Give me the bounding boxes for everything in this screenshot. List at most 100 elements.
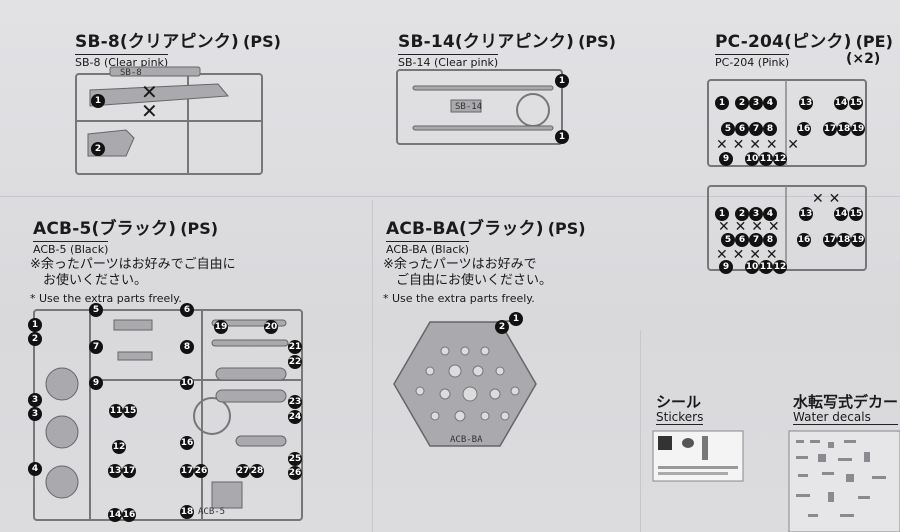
pc204-b-marker-8: 8 <box>763 233 777 247</box>
pc204-b-marker-7: 7 <box>749 233 763 247</box>
pc204-a-marker-11: 11 <box>759 152 773 166</box>
stickers-name-en: Stickers <box>656 409 704 424</box>
acb5-marker-22: 22 <box>288 355 302 369</box>
acbba-runner-tag: ACB-BA <box>450 435 483 445</box>
pc204-b-marker-15: 15 <box>849 207 863 221</box>
acbba-marker-1: 1 <box>509 312 523 326</box>
pc204-a-marker-2: 2 <box>735 96 749 110</box>
pc204-b-marker-12: 12 <box>773 260 787 274</box>
acb5-marker-24: 24 <box>288 410 302 424</box>
pc204-name: PC-204(ピンク) <box>715 32 852 52</box>
pc204-b-unused-x-low: ✕ ✕ ✕ ✕ <box>716 247 778 263</box>
acb5-marker-26: 26 <box>194 464 208 478</box>
pc204-b-marker-10: 10 <box>745 260 759 274</box>
sb14-name: SB-14(クリアピンク) <box>398 32 575 52</box>
pc204-a-marker-5: 5 <box>721 122 735 136</box>
pc204-a-marker-15: 15 <box>849 96 863 110</box>
pc204-b-marker-2: 2 <box>735 207 749 221</box>
acb5-marker-12: 12 <box>112 440 126 454</box>
pc204-a-marker-14: 14 <box>834 96 848 110</box>
acb5-marker-14: 14 <box>108 508 122 522</box>
acb5-note-en: * Use the extra parts freely. <box>30 291 182 305</box>
acb5-note-jp-2: お使いください。 <box>43 273 148 289</box>
acb5-marker-15: 15 <box>123 404 137 418</box>
acbba-note: ※余ったパーツはお好みで ご自由にお使いください。 * Use the extr… <box>383 257 552 305</box>
acb5-marker-7: 7 <box>89 340 103 354</box>
decals-header: 水転写式デカー Water decals <box>793 393 899 425</box>
decal-sheet <box>788 430 900 532</box>
decals-name-en: Water decals <box>793 409 871 424</box>
sb8-runner-tag: SB-8 <box>120 68 142 78</box>
acb5-marker-23: 23 <box>288 395 302 409</box>
acbba-header: ACB-BA(ブラック)(PS) ACB-BA (Black) <box>386 221 586 255</box>
acb5-marker-13: 13 <box>108 464 122 478</box>
pc204-b-marker-13: 13 <box>799 207 813 221</box>
sb8-material: (PS) <box>243 32 281 51</box>
pc204-a-marker-10: 10 <box>745 152 759 166</box>
sb8-unused-x-1: ✕ <box>141 80 158 104</box>
divider-vertical <box>372 200 373 532</box>
pc204-runner-b <box>707 185 867 271</box>
acb5-marker-8: 8 <box>180 340 194 354</box>
acbba-runner: ACB-BA <box>393 319 537 447</box>
acbba-marker-2: 2 <box>495 320 509 334</box>
sb14-marker-1-top: 1 <box>555 74 569 88</box>
pc204-subtitle: PC-204 (Pink) <box>715 54 790 69</box>
pc204-a-marker-1: 1 <box>715 96 729 110</box>
acb5-header: ACB-5(ブラック)(PS) ACB-5 (Black) <box>33 221 218 255</box>
acb5-name: ACB-5(ブラック) <box>33 219 177 239</box>
acb5-marker-27: 27 <box>236 464 250 478</box>
pc204-quantity: (×2) <box>846 51 881 67</box>
acb5-marker-21: 21 <box>288 340 302 354</box>
pc204-a-marker-7: 7 <box>749 122 763 136</box>
acbba-subtitle: ACB-BA (Black) <box>386 241 470 256</box>
sb14-subtitle: SB-14 (Clear pink) <box>398 54 499 69</box>
pc204-b-marker-17: 17 <box>823 233 837 247</box>
acb5-runner-tag: ACB-5 <box>198 507 225 517</box>
pc204-a-marker-6: 6 <box>735 122 749 136</box>
acb5-marker-26-right: 26 <box>288 466 302 480</box>
acbba-note-jp-1: ※余ったパーツはお好みで <box>383 257 537 272</box>
pc204-b-marker-9: 9 <box>719 260 733 274</box>
acb5-marker-25: 25 <box>288 452 302 466</box>
pc204-a-marker-16: 16 <box>797 122 811 136</box>
sb8-runner: SB-8 <box>75 66 263 175</box>
acb5-runner: ACB-5 <box>33 309 303 521</box>
sb8-marker-2: 2 <box>91 142 105 156</box>
acb5-subtitle: ACB-5 (Black) <box>33 241 109 256</box>
sb8-name: SB-8(クリアピンク) <box>75 32 240 52</box>
pc204-a-marker-17: 17 <box>823 122 837 136</box>
sb8-unused-x-2: ✕ <box>141 99 158 123</box>
acb5-marker-18: 18 <box>180 505 194 519</box>
pc204-a-marker-9: 9 <box>719 152 733 166</box>
acb5-marker-17-mid: 17 <box>180 464 194 478</box>
acbba-note-en: * Use the extra parts freely. <box>383 291 535 305</box>
acb5-marker-16: 16 <box>180 436 194 450</box>
pc204-runner-a <box>707 79 867 167</box>
stickers-header: シール Stickers <box>656 393 704 425</box>
pc204-b-marker-18: 18 <box>837 233 851 247</box>
sb8-header: SB-8(クリアピンク)(PS) SB-8 (Clear pink) <box>75 34 281 68</box>
pc204-b-unused-x-top: ✕ ✕ <box>812 191 841 207</box>
sb14-header: SB-14(クリアピンク)(PS) SB-14 (Clear pink) <box>398 34 616 68</box>
acb5-marker-1: 1 <box>28 318 42 332</box>
pc204-b-marker-16: 16 <box>797 233 811 247</box>
pc204-b-marker-14: 14 <box>834 207 848 221</box>
stickers-name-jp: シール <box>656 393 702 411</box>
pc204-a-marker-4: 4 <box>763 96 777 110</box>
pc204-a-marker-3: 3 <box>749 96 763 110</box>
divider-horizontal <box>0 196 900 197</box>
pc204-material: (PE) <box>855 32 893 51</box>
sb14-marker-1-bottom: 1 <box>555 130 569 144</box>
acb5-marker-28: 28 <box>250 464 264 478</box>
sb14-runner-tag: SB-14 <box>455 102 482 112</box>
acb5-marker-19: 19 <box>214 320 228 334</box>
pc204-b-marker-4: 4 <box>763 207 777 221</box>
pc204-header: PC-204(ピンク)(PE) PC-204 (Pink) <box>715 34 893 68</box>
sb8-marker-1: 1 <box>91 94 105 108</box>
pc204-a-unused-x: ✕ ✕ ✕ ✕ ✕ <box>716 137 800 153</box>
acb5-marker-11: 11 <box>109 404 123 418</box>
decals-name-jp: 水転写式デカー <box>793 393 899 411</box>
acb5-marker-3a: 3 <box>28 393 42 407</box>
acb5-marker-4: 4 <box>28 462 42 476</box>
